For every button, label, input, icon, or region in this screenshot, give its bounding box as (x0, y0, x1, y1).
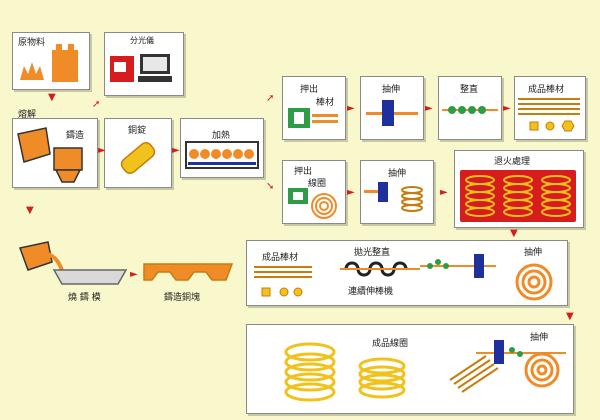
continuous-drawing-machine-label: 連續伸棒機 (348, 287, 394, 297)
finished-rod-2-icon (254, 266, 312, 297)
draw-4-label: 抽伸 (530, 333, 549, 343)
spectrometer-icon (110, 54, 172, 82)
arrow-coil-1: ► (347, 187, 355, 198)
anneal-label: 退火處理 (494, 157, 531, 167)
ingot-icon (120, 142, 156, 174)
finished-rod-icon (518, 98, 580, 132)
melting-casting-icon (17, 127, 83, 183)
arrow-up-to-extrude: ➚ (266, 93, 275, 104)
arrow-mold-right: ► (130, 269, 138, 280)
cast-copper-block-icon (143, 263, 234, 281)
mold-pouring-icon (19, 241, 128, 285)
draw-coil-label: 抽伸 (388, 169, 407, 179)
spectrometer-label: 分光儀 (130, 36, 154, 45)
draw-rod-label: 抽伸 (382, 85, 401, 95)
arrow-melt-down: ▼ (26, 205, 34, 216)
heating-label: 加熱 (212, 131, 231, 141)
continuous-drawing-rollers-icon (340, 261, 420, 277)
finished-coil-label: 成品線圈 (372, 339, 409, 349)
polish-straighten-label: 拋光整直 (354, 248, 391, 258)
raw-material-label: 原物料 (18, 38, 46, 48)
draw-3-coil-icon (515, 263, 553, 301)
extruder-coil-icon (288, 188, 337, 219)
arrow-coil-2: ► (440, 187, 448, 198)
finished-coil-stack-icon (284, 342, 406, 402)
heating-furnace-icon (185, 141, 259, 169)
continuous-drawing-die-icon (420, 254, 496, 278)
arrow-down-to-coil: ➘ (266, 181, 275, 192)
ingot-label: 銅錠 (128, 126, 147, 136)
draw-die-rod-icon (366, 100, 418, 126)
melting-label: 熔解 (18, 110, 37, 120)
draw-3-label: 抽伸 (524, 248, 543, 258)
extrude-rod-label-2: 棒材 (316, 98, 335, 108)
arrow-up-right-spectro: ➚ (92, 99, 101, 110)
arrow-rod-3: ► (503, 103, 511, 114)
straighten-label: 整直 (460, 85, 479, 95)
arrow-rod-2: ► (425, 103, 433, 114)
finished-rod-2-label: 成品棒材 (262, 253, 299, 263)
casting-label: 鑄造 (66, 131, 85, 141)
arrow-right-ingot: ► (172, 145, 180, 156)
extruder-rod-icon (288, 108, 338, 128)
extrude-coil-label-2: 線圈 (308, 179, 327, 189)
arrow-right-melt: ► (98, 145, 106, 156)
extrude-rod-label-1: 押出 (300, 85, 319, 95)
arrow-down-raw: ▼ (48, 92, 56, 103)
anneal-furnace-icon (460, 170, 576, 222)
arrow-anneal-down: ▼ (510, 228, 518, 239)
draw-4-icon (449, 340, 566, 393)
draw-die-coil-icon (364, 182, 423, 212)
arrow-continuous-down: ▼ (566, 311, 574, 322)
extrude-coil-label-1: 押出 (294, 167, 313, 177)
straightener-rollers-icon (442, 106, 498, 114)
mold-label: 燒 鑄 模 (68, 293, 101, 303)
raw-material-icon (20, 44, 78, 82)
cast-copper-block-label: 鑄造銅塊 (164, 293, 201, 303)
arrow-rod-1: ► (347, 103, 355, 114)
finished-rod-label: 成品棒材 (528, 85, 565, 95)
